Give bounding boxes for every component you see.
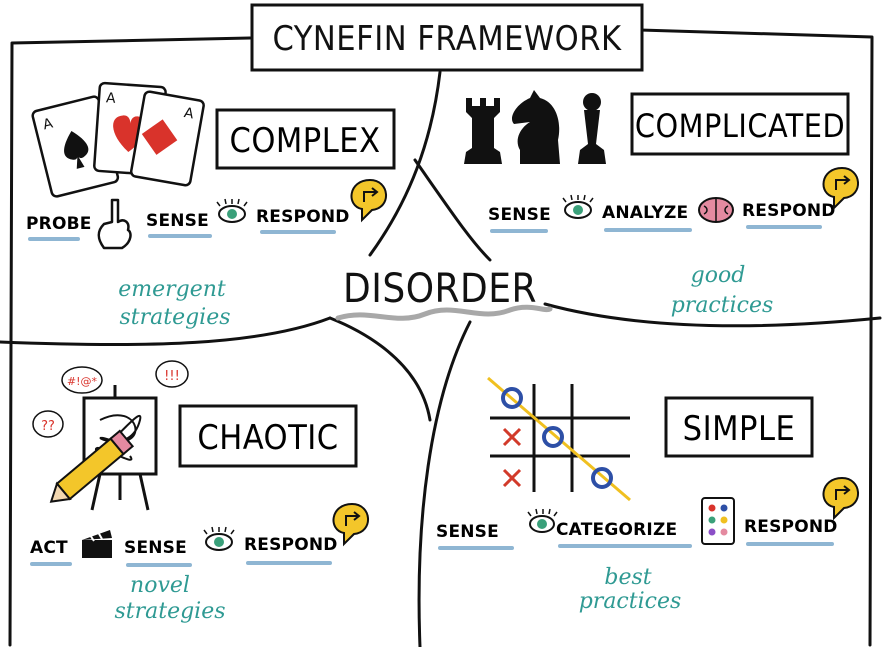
eye-icon — [203, 526, 235, 551]
complicated-practice-line1: good — [691, 263, 746, 288]
tictactoe-o-mark — [542, 426, 564, 448]
tictactoe-x-mark — [502, 468, 522, 488]
tictactoe-o-mark — [501, 387, 523, 409]
playing-cards-icon: A A A — [31, 81, 205, 198]
quadrant-dividers — [0, 70, 882, 647]
easel-scribble-icon: #!@* !!! ?? — [32, 360, 189, 511]
quadrant-simple: SIMPLE SENSE CATEGORIZE RESPOND best pra… — [436, 376, 859, 614]
respond-arrow-bubble-icon — [822, 476, 859, 521]
respond-arrow-bubble-icon — [822, 166, 859, 211]
eye-icon — [216, 198, 248, 223]
svg-text:!!!: !!! — [164, 369, 180, 384]
complex-step-respond: RESPOND — [256, 207, 350, 227]
complicated-title: COMPLICATED — [635, 107, 845, 145]
eye-icon — [527, 508, 558, 533]
quadrant-complicated: COMPLICATED SENSE ANALYZE RESPOND good p… — [464, 90, 859, 318]
chaotic-step-sense: SENSE — [124, 538, 187, 558]
complex-practice-line1: emergent — [118, 277, 226, 302]
respond-arrow-bubble-icon — [332, 502, 369, 547]
outer-frame — [8, 28, 874, 647]
complex-practice-line2: strategies — [119, 305, 230, 330]
title-text: CYNEFIN FRAMEWORK — [272, 19, 622, 59]
complex-step-sense: SENSE — [146, 211, 209, 231]
svg-text:??: ?? — [41, 419, 55, 434]
color-dots-card-icon — [701, 497, 735, 545]
chaotic-practice-line1: novel — [130, 573, 190, 598]
complex-title: COMPLEX — [229, 121, 380, 161]
complicated-practice-line2: practices — [671, 293, 774, 318]
chaotic-title: CHAOTIC — [197, 418, 338, 458]
svg-text:A: A — [183, 105, 196, 122]
eye-icon — [562, 194, 594, 219]
simple-title: SIMPLE — [683, 409, 796, 449]
chess-pieces-icon — [464, 90, 606, 164]
simple-practice-line1: best — [604, 565, 651, 590]
svg-text:A: A — [41, 115, 55, 133]
chaotic-step-respond: RESPOND — [244, 535, 338, 555]
svg-text:A: A — [105, 90, 116, 107]
tictactoe-o-mark — [591, 467, 613, 489]
complicated-step-analyze: ANALYZE — [602, 203, 688, 223]
tictactoe-icon — [487, 376, 631, 502]
simple-step-sense: SENSE — [436, 522, 499, 542]
simple-step-categorize: CATEGORIZE — [556, 520, 677, 540]
pointing-hand-icon — [97, 198, 132, 250]
brain-icon — [698, 197, 734, 223]
chaotic-practice-line2: strategies — [114, 599, 225, 624]
complicated-step-sense: SENSE — [488, 205, 551, 225]
chaotic-step-act: ACT — [30, 538, 68, 558]
quadrant-complex: A A A COMPLEX PROBE SENSE — [26, 81, 396, 330]
complex-step-probe: PROBE — [26, 214, 92, 234]
title-box: CYNEFIN FRAMEWORK — [250, 3, 644, 72]
simple-step-respond: RESPOND — [744, 517, 838, 537]
simple-practice-line2: practices — [579, 589, 682, 614]
disorder-center: DISORDER — [335, 266, 553, 321]
tictactoe-x-mark — [502, 427, 522, 447]
quadrant-chaotic: #!@* !!! ?? CHAOTIC ACT SENSE — [30, 360, 369, 624]
svg-text:#!@*: #!@* — [67, 375, 98, 388]
clapperboard-icon — [82, 530, 112, 558]
respond-arrow-bubble-icon — [350, 178, 387, 223]
complicated-step-respond: RESPOND — [742, 201, 836, 221]
disorder-label: DISORDER — [343, 266, 537, 312]
